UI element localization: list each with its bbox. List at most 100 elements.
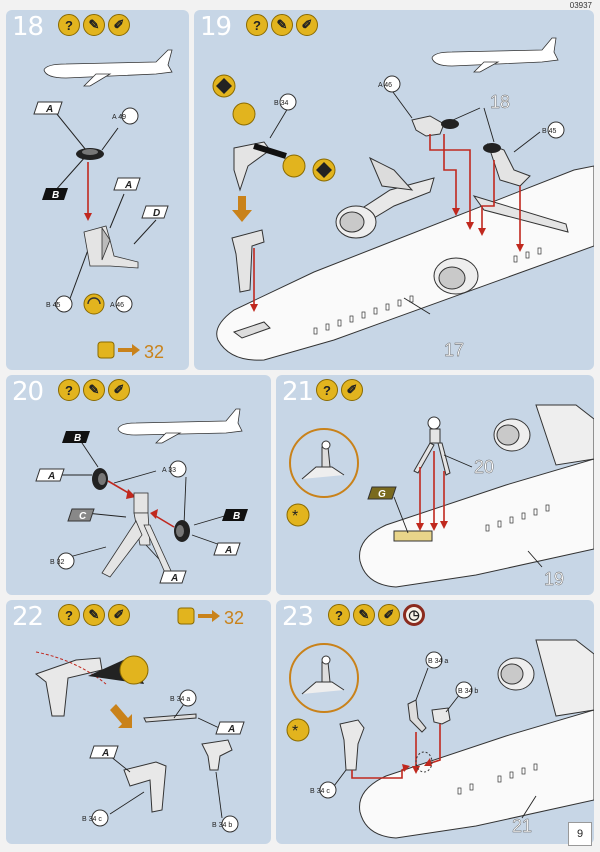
clock-icon: ◷	[403, 604, 425, 626]
part-flag-label: A	[101, 748, 109, 759]
box-icon	[97, 341, 115, 359]
glue-icon: ✎	[83, 14, 105, 36]
part-ref: B 34 b	[212, 822, 232, 829]
paint-icon: ✐	[341, 379, 363, 401]
rod-part	[143, 713, 197, 723]
question-icon: ?	[316, 379, 338, 401]
caution-icon	[286, 718, 310, 742]
box-icon	[177, 607, 195, 625]
part-flag-label: B	[52, 190, 59, 201]
part-ref: B 34 a	[428, 658, 448, 665]
part-flag-label: G	[378, 489, 386, 500]
body-ref: 19	[544, 569, 564, 589]
airplane-icon	[117, 408, 243, 444]
paint-icon: ✐	[108, 379, 130, 401]
part-ref: B 34 c	[310, 788, 330, 795]
paint-detail-icon	[119, 655, 149, 685]
step-19-panel: 19 ? ✎ ✐	[194, 10, 594, 370]
rod-part	[407, 699, 427, 733]
step-number: 23	[282, 602, 314, 632]
step-23-drawing: * B 34 a B 34 b	[286, 639, 594, 839]
airplane-icon	[43, 49, 173, 87]
forward-step-ref: 32	[224, 608, 244, 628]
part-ref: B 34 c	[82, 816, 102, 823]
glue-icon: ✎	[83, 379, 105, 401]
part-flag-label: B	[74, 433, 81, 444]
part-ref: A 46	[378, 82, 392, 89]
part-ref: B 32	[50, 559, 65, 566]
part-ref: B 34	[274, 100, 289, 107]
part-flag-label: C	[79, 511, 87, 522]
step-18-drawing: A B A D A 49 B 45 A 46 32	[33, 49, 173, 362]
question-icon: ?	[58, 14, 80, 36]
part-flag-label: A	[170, 573, 178, 584]
forward-step-ref: 32	[144, 342, 164, 362]
gear-door-part	[431, 707, 451, 725]
step-number: 19	[200, 12, 232, 42]
part-flag	[33, 101, 169, 219]
airplane-icon	[431, 37, 559, 73]
paint-icon: ✐	[108, 604, 130, 626]
part-flag	[35, 431, 248, 584]
gear-strut-part	[101, 492, 173, 578]
body-ref: 21	[512, 816, 532, 836]
step-number: 18	[12, 12, 44, 42]
part-ref: B 45	[46, 302, 61, 309]
assembly-ref: 18	[490, 92, 510, 112]
question-icon: ?	[58, 604, 80, 626]
glue-icon: ✎	[271, 14, 293, 36]
part-ref: A 33	[162, 467, 176, 474]
body-ref: 17	[444, 340, 464, 360]
part-ref: A 49	[112, 114, 126, 121]
part-ref: B 34 a	[170, 696, 190, 703]
fuselage-part	[359, 404, 594, 588]
window-row	[313, 247, 542, 335]
gear-strut-part	[413, 416, 451, 476]
gear-strut-part	[487, 143, 531, 187]
gear-door-part	[201, 739, 233, 771]
step-number: 22	[12, 602, 44, 632]
paint-icon: ✐	[378, 604, 400, 626]
page-number: 9	[568, 822, 592, 846]
part-flag-label: A	[224, 545, 232, 556]
paint-icon: ✐	[296, 14, 318, 36]
step-22-drawing: 32 A A B 34 a B 34 c B 34 b	[34, 607, 245, 833]
step-20-panel: 20 ? ✎ ✐	[6, 375, 271, 595]
question-icon: ?	[58, 379, 80, 401]
fuselage-part	[359, 639, 594, 839]
assembly-arrow	[232, 196, 252, 222]
gear-door-part	[339, 719, 365, 771]
part-ref: A 46	[110, 302, 124, 309]
step-23-panel: 23 ? ✎ ✐ ◷ *	[276, 600, 594, 844]
assembly-ref: 20	[474, 457, 494, 477]
assembly-arrow	[110, 704, 132, 728]
gear-door-part	[233, 141, 271, 192]
glue-icon: ✎	[353, 604, 375, 626]
svg-text:*: *	[292, 508, 298, 525]
glue-point-icon	[212, 74, 336, 182]
part-flag-label: A	[45, 104, 53, 115]
step-21-panel: 21 ? ✐ *	[276, 375, 594, 595]
gear-door-part	[123, 761, 167, 813]
glue-icon: ✎	[83, 604, 105, 626]
part-flag-label: A	[124, 180, 132, 191]
gear-strut-part	[411, 115, 445, 137]
part-flag	[89, 721, 245, 759]
step-20-drawing: B A C B A A A 33 B 32	[35, 408, 248, 584]
step-18-panel: 18 ? ✎ ✐	[6, 10, 189, 370]
part-flag-label: A	[227, 724, 235, 735]
step-number: 21	[282, 377, 314, 407]
part-flag-label: D	[153, 208, 160, 219]
part-ref: B 45	[542, 128, 557, 135]
paint-icon: ✐	[108, 14, 130, 36]
fuselage-part	[216, 156, 594, 361]
rotate-icon	[83, 293, 105, 315]
svg-text:*: *	[292, 723, 298, 740]
gear-strut-part	[83, 225, 139, 269]
part-flag-label: A	[47, 471, 55, 482]
part-ref: B 34 b	[458, 688, 478, 695]
step-number: 20	[12, 377, 44, 407]
caution-icon	[286, 503, 310, 527]
gear-door-part	[231, 229, 265, 293]
step-21-drawing: * G 20	[286, 404, 594, 589]
